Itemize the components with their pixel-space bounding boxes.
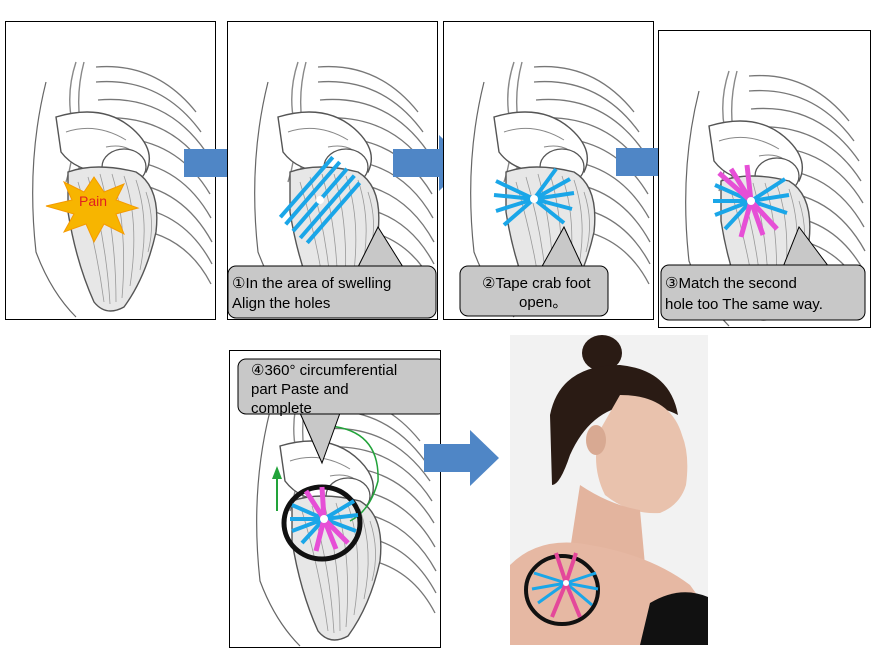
callout-line-1: ①In the area of swelling bbox=[232, 275, 392, 292]
kinesiology-tape-icon bbox=[290, 486, 359, 552]
callout-box bbox=[228, 265, 437, 319]
anatomy-sketch bbox=[459, 61, 651, 318]
anatomy-sketch bbox=[660, 70, 866, 327]
callout-line-2: open。 bbox=[519, 294, 568, 311]
callout-line-2: hole too The same way. bbox=[665, 296, 823, 313]
anatomy-sketch bbox=[237, 358, 440, 647]
callout-line-1: ②Tape crab foot bbox=[482, 275, 591, 292]
callout-box bbox=[459, 265, 609, 317]
model-photo-illustration bbox=[510, 335, 708, 645]
right-arrow-icon bbox=[424, 430, 499, 486]
rotation-path bbox=[329, 425, 379, 522]
anatomy-sketch bbox=[228, 61, 437, 319]
callout-line-3: complete bbox=[251, 400, 312, 417]
anatomy-sketch bbox=[31, 61, 213, 318]
callout-line-2: part Paste and bbox=[251, 381, 349, 398]
pain-star-icon bbox=[45, 176, 140, 244]
callout-line-1: ④360° circumferential bbox=[251, 362, 398, 379]
callout-box bbox=[660, 264, 866, 321]
step-panel-4: ③Match the second hole too The same way. bbox=[658, 30, 871, 328]
callout-line-2: Align the holes bbox=[232, 295, 331, 312]
step-panel-5: ④360° circumferential part Paste and com… bbox=[229, 350, 441, 648]
result-photo bbox=[510, 335, 708, 645]
kinesiology-tape-icon bbox=[713, 164, 790, 238]
callout-line-1: ③Match the second bbox=[665, 275, 797, 292]
kinesiology-tape-icon bbox=[493, 167, 575, 227]
kinesiology-tape-icon bbox=[278, 155, 362, 245]
rotation-arrow-icon bbox=[272, 466, 282, 511]
callout-box bbox=[237, 358, 440, 415]
kinesiology-tape-icon bbox=[531, 552, 599, 618]
pain-label: Pain bbox=[79, 193, 108, 209]
step-panel-1: Pain bbox=[5, 21, 216, 320]
